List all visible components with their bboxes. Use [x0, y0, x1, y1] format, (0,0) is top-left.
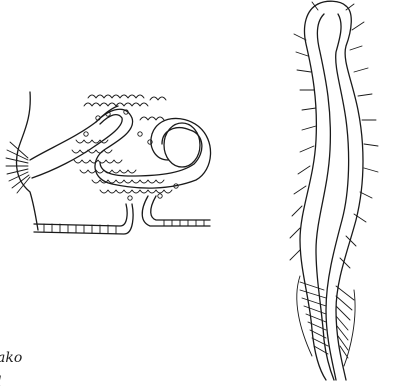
tube-bristles	[290, 2, 378, 268]
lower-duct-right	[142, 196, 210, 226]
duct-lower	[32, 146, 95, 178]
tube-inner-right-wall	[326, 14, 349, 380]
coil-loop	[164, 123, 200, 167]
coiled-tube-outer	[95, 109, 211, 188]
tube-inner-left-wall	[316, 14, 334, 380]
caption-text-line-2: l	[0, 375, 1, 389]
elongated-tube-drawing	[290, 1, 378, 380]
caption-text-line-1: ako	[0, 351, 22, 365]
tube-top-cap	[318, 1, 346, 6]
lower-duct-left	[34, 204, 133, 234]
coiled-gland-drawing	[6, 92, 211, 234]
bristle-fan	[6, 142, 30, 193]
tube-outer-right-wall	[336, 6, 363, 380]
